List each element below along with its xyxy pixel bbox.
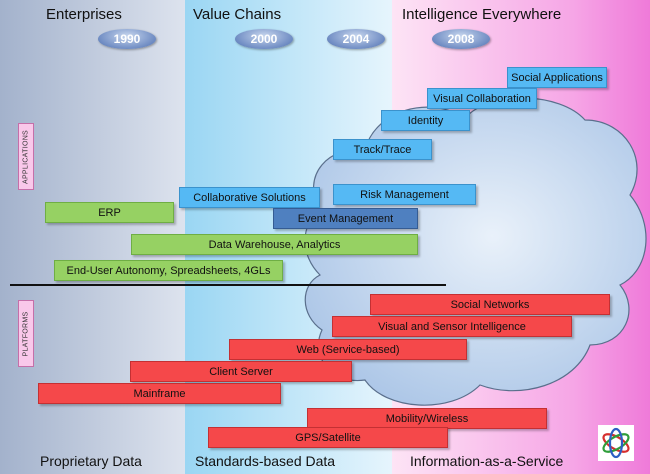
era-value-chains: Value Chains: [193, 6, 282, 23]
app-visual-collaboration: Visual Collaboration: [427, 88, 537, 109]
footer-proprietary-data: Proprietary Data: [40, 453, 142, 469]
applications-label-text: APPLICATIONS: [22, 129, 30, 184]
app-erp: ERP: [45, 202, 174, 223]
era-enterprises: Enterprises: [46, 6, 122, 23]
applications-section-label: APPLICATIONS: [18, 123, 34, 190]
app-identity: Identity: [381, 110, 470, 131]
section-divider: [10, 284, 446, 286]
footer-standards-based-data: Standards-based Data: [195, 453, 336, 469]
platform-mobility-wireless: Mobility/Wireless: [307, 408, 547, 429]
company-logo: [598, 425, 634, 461]
app-data-warehouse: Data Warehouse, Analytics: [131, 234, 418, 255]
year-2000: 2000: [235, 29, 293, 49]
platform-web-service-based: Web (Service-based): [229, 339, 467, 360]
logo-icon: [602, 427, 630, 459]
platform-social-networks: Social Networks: [370, 294, 610, 315]
app-risk-management: Risk Management: [333, 184, 476, 205]
app-track-trace: Track/Trace: [333, 139, 432, 160]
platforms-section-label: PLATFORMS: [18, 300, 34, 367]
era-intelligence-everywhere: Intelligence Everywhere: [402, 6, 562, 23]
year-2004: 2004: [327, 29, 385, 49]
year-2008: 2008: [432, 29, 490, 49]
platform-gps-satellite: GPS/Satellite: [208, 427, 448, 448]
platform-mainframe: Mainframe: [38, 383, 281, 404]
year-1990: 1990: [98, 29, 156, 49]
app-event-management: Event Management: [273, 208, 418, 229]
app-collaborative-solutions: Collaborative Solutions: [179, 187, 320, 208]
app-end-user-autonomy: End-User Autonomy, Spreadsheets, 4GLs: [54, 260, 283, 281]
platform-client-server: Client Server: [130, 361, 352, 382]
platforms-label-text: PLATFORMS: [22, 311, 30, 356]
platform-visual-sensor-intelligence: Visual and Sensor Intelligence: [332, 316, 572, 337]
footer-information-as-a-service: Information-as-a-Service: [410, 453, 564, 469]
app-social-applications: Social Applications: [507, 67, 607, 88]
